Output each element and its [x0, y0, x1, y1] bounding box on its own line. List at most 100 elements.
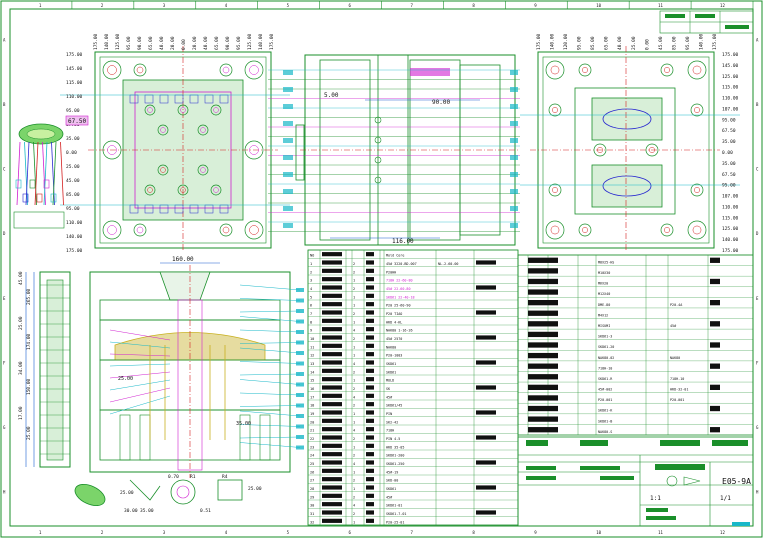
- leader-tag: [296, 330, 304, 334]
- border-tick-label: 3: [163, 3, 166, 8]
- bottom-left-side-view: 45.0025.0034.0017.00265.00174.00150.0025…: [18, 271, 71, 468]
- bom-material: SKD61-200: [386, 454, 404, 458]
- border-tick-label: 8: [472, 3, 475, 8]
- bom-material: 45# 2570: [386, 337, 402, 341]
- leader-line: [239, 347, 301, 354]
- bom2-cell-fill: [528, 384, 558, 390]
- detail-dim: 0.51: [200, 508, 211, 514]
- bom-qty: 1: [353, 412, 355, 416]
- bom-no: 24: [310, 454, 314, 458]
- bom-material: SK: [386, 387, 391, 391]
- border-tick-label: 4: [225, 3, 228, 8]
- mold-hole: [133, 63, 147, 77]
- bom-material: 718H: [386, 429, 394, 433]
- bom-no: 6: [310, 304, 312, 308]
- mold-hole: [219, 223, 233, 237]
- left-dim: 175.00: [66, 248, 83, 254]
- bom-no: 23: [310, 445, 314, 449]
- bom-cell-fill: [476, 485, 496, 490]
- bom-no: 20: [310, 420, 314, 424]
- border-tick-label: 10: [596, 530, 601, 535]
- part-boss: [36, 193, 43, 203]
- mold-hole: [687, 220, 707, 240]
- mold-hole: [210, 184, 222, 196]
- bom2-cell-fill: [528, 342, 558, 348]
- border-tick-label: 11: [658, 3, 663, 8]
- mold-hole: [545, 60, 565, 80]
- bom-cell-fill: [322, 260, 342, 265]
- bom-material: PIN: [386, 412, 392, 416]
- bom-no: 16: [310, 387, 314, 391]
- mold-hole: [660, 63, 674, 77]
- mold-hole-inner: [694, 107, 700, 113]
- bom-no: 21: [310, 429, 314, 433]
- top-dim: 95.00: [236, 36, 242, 50]
- bom-qty: 4: [353, 429, 355, 433]
- left-dim: 140.00: [66, 234, 83, 240]
- top-dim: 45.00: [658, 36, 664, 50]
- bom-cell-fill: [366, 410, 374, 415]
- part-boss: [22, 193, 29, 203]
- right-dim: 95.00: [722, 183, 736, 189]
- bom-cell-fill: [366, 377, 374, 382]
- bom-no: 14: [310, 370, 314, 374]
- right-dim: 67.50: [722, 172, 736, 178]
- right-dim: 110.00: [722, 204, 739, 210]
- detail-dim: 25.00: [120, 490, 134, 496]
- bom-cell-fill: [322, 327, 342, 332]
- top-dim: 90.00: [137, 36, 143, 50]
- bom-qty: 2: [353, 404, 355, 408]
- bom-cell-fill: [322, 368, 342, 373]
- leader-line: [239, 329, 301, 333]
- bom-material: NAK80: [386, 345, 396, 349]
- top-dim: 85.00: [671, 36, 677, 50]
- bom2-material: 718H-10: [598, 366, 612, 370]
- inner-dim: 25.00: [118, 376, 133, 382]
- bom-material: 45#: [386, 495, 393, 499]
- part-rib: [33, 141, 37, 206]
- bom-material: P20HH: [386, 270, 396, 274]
- bom-qty: 2: [353, 479, 355, 483]
- part-boss: [43, 179, 50, 189]
- bom-cell-fill: [322, 477, 342, 482]
- top-dim: 120.00: [563, 33, 569, 50]
- mold-hole-inner: [160, 167, 166, 173]
- bom-cell-fill: [366, 352, 374, 357]
- border-tick-label: 2: [101, 530, 104, 535]
- vertical-dim: 34.00: [18, 361, 24, 375]
- bom-no: 22: [310, 437, 314, 441]
- bom-cell-fill: [366, 460, 374, 465]
- part-preview-top: [13, 123, 65, 229]
- mold-hole-inner: [136, 66, 144, 74]
- mold-hole-inner: [664, 227, 670, 233]
- bom-cell-fill: [322, 310, 342, 315]
- bom2-spec: 45#: [670, 324, 677, 328]
- bom2-cell-fill: [528, 416, 558, 422]
- top-dim: 140.00: [698, 33, 704, 50]
- bom-material: SKD61: [386, 370, 396, 374]
- bom2-spec: P20-4A: [670, 303, 682, 307]
- inner-dim: 35.00: [236, 421, 251, 427]
- bom-cell-fill: [322, 277, 342, 282]
- bom-cell-fill: [322, 393, 342, 398]
- bolt: [374, 176, 382, 184]
- zone-letter: G: [756, 425, 759, 430]
- bom-qty: 2: [353, 370, 355, 374]
- left-dim: 95.00: [66, 108, 80, 114]
- mold-hole: [690, 183, 704, 197]
- bom2-cell-fill: [528, 268, 558, 274]
- bom-no: 27: [310, 479, 314, 483]
- leader-tag: [283, 206, 293, 211]
- bom-no: 26: [310, 470, 314, 474]
- bom-cell-fill: [476, 285, 496, 290]
- leader-tag: [510, 138, 518, 143]
- bom-no: 15: [310, 379, 314, 383]
- bom-material: PIN 4-5: [386, 437, 400, 441]
- right-dim: 35.00: [722, 161, 736, 167]
- bom2-material: NAK80-S: [598, 430, 612, 434]
- bom-no: 30: [310, 504, 314, 508]
- ejector-pin: [259, 414, 271, 461]
- detail-dim: 0.70: [168, 474, 179, 480]
- bom-no: 32: [310, 520, 314, 524]
